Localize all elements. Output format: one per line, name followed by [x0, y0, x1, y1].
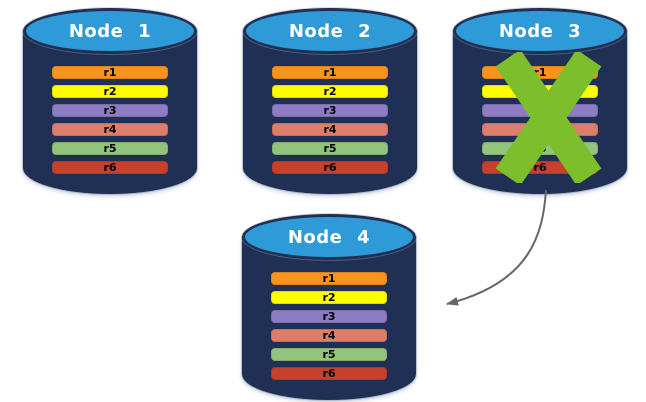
row-label: r2	[323, 85, 337, 98]
row-r5: r5	[271, 348, 387, 361]
row-stack: r1 r2 r3 r4 r5 r6	[271, 272, 387, 386]
row-r1: r1	[271, 272, 387, 285]
node-title: Node 2	[288, 20, 372, 42]
row-label: r6	[533, 161, 547, 174]
row-r2: r2	[272, 85, 388, 98]
row-r3: r3	[272, 104, 388, 117]
row-label: r5	[103, 142, 117, 155]
row-r3: r3	[52, 104, 168, 117]
row-r2: r2	[52, 85, 168, 98]
row-r6: r6	[52, 161, 168, 174]
row-stack: r1 r2 r3 r4 r5 r6	[52, 66, 168, 180]
node-title: Node 1	[68, 20, 152, 42]
db-node-4: Node 4 r1 r2 r3 r4 r5 r6	[242, 214, 416, 400]
row-label: r3	[322, 310, 336, 323]
row-label: r4	[103, 123, 117, 136]
row-r4: r4	[272, 123, 388, 136]
row-r5: r5	[52, 142, 168, 155]
row-r4: r4	[52, 123, 168, 136]
node-title: Node 4	[287, 226, 371, 248]
row-r6: r6	[272, 161, 388, 174]
row-label: r6	[103, 161, 117, 174]
failure-x-icon	[495, 52, 602, 183]
row-r1: r1	[272, 66, 388, 79]
row-stack: r1 r2 r3 r4 r5 r6	[272, 66, 388, 180]
row-label: r1	[103, 66, 117, 79]
db-node-2: Node 2 r1 r2 r3 r4 r5 r6	[243, 8, 417, 194]
arrow-curve	[446, 189, 547, 306]
row-label: r2	[103, 85, 117, 98]
row-label: r6	[323, 161, 337, 174]
row-label: r6	[322, 367, 336, 380]
node-title: Node 3	[498, 20, 582, 42]
row-label: r3	[323, 104, 337, 117]
cylinder-top: Node 4	[242, 214, 416, 260]
row-label: r4	[323, 123, 337, 136]
row-label: r5	[323, 142, 337, 155]
row-label: r1	[323, 66, 337, 79]
row-label: r2	[322, 291, 336, 304]
row-label: r4	[322, 329, 336, 342]
row-label: r1	[322, 272, 336, 285]
row-label: r5	[322, 348, 336, 361]
db-node-1: Node 1 r1 r2 r3 r4 r5 r6	[23, 8, 197, 194]
row-r5: r5	[272, 142, 388, 155]
row-r4: r4	[271, 329, 387, 342]
cylinder-top: Node 2	[243, 8, 417, 54]
row-r3: r3	[271, 310, 387, 323]
row-r1: r1	[52, 66, 168, 79]
row-r6: r6	[271, 367, 387, 380]
row-label: r3	[103, 104, 117, 117]
cylinder-top: Node 3	[453, 8, 627, 54]
cylinder-top: Node 1	[23, 8, 197, 54]
row-r2: r2	[271, 291, 387, 304]
